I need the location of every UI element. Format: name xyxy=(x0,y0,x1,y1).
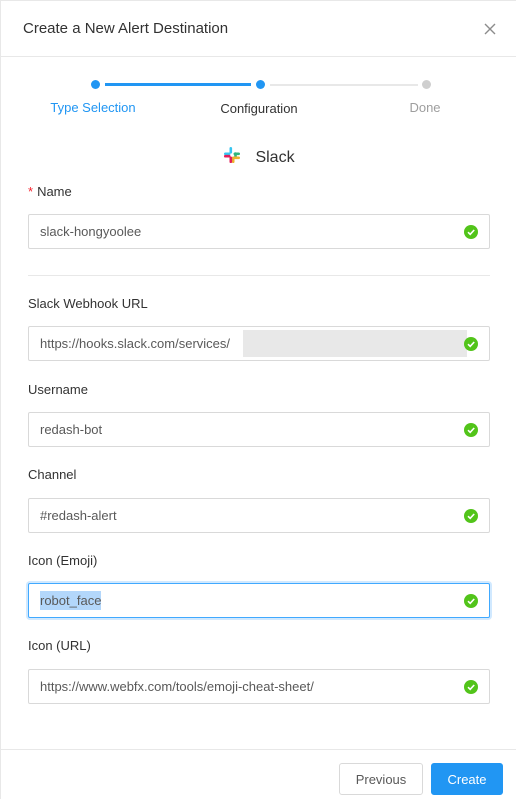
step-dot-type-selection xyxy=(91,80,100,89)
create-button[interactable]: Create xyxy=(431,763,503,795)
destination-type-name: Slack xyxy=(255,148,295,166)
dialog-header: Create a New Alert Destination xyxy=(1,1,516,57)
icon-emoji-input[interactable]: robot_face xyxy=(28,583,490,618)
channel-value: #redash-alert xyxy=(40,508,117,523)
slack-logo-icon xyxy=(223,146,241,169)
step-dot-configuration xyxy=(256,80,265,89)
check-circle-icon xyxy=(464,337,478,351)
icon-url-value: https://www.webfx.com/tools/emoji-cheat-… xyxy=(40,679,314,694)
section-divider xyxy=(28,275,490,276)
name-label: *Name xyxy=(28,184,72,199)
step-connector-1 xyxy=(105,83,251,86)
steps-indicator: Type Selection Configuration Done xyxy=(1,73,516,123)
required-mark: * xyxy=(28,184,34,199)
step-label-done: Done xyxy=(409,100,441,115)
check-circle-icon xyxy=(464,594,478,608)
username-input[interactable]: redash-bot xyxy=(28,412,490,447)
icon-url-input[interactable]: https://www.webfx.com/tools/emoji-cheat-… xyxy=(28,669,490,704)
close-icon[interactable] xyxy=(481,20,499,38)
icon-url-label: Icon (URL) xyxy=(28,638,91,653)
webhook-url-input[interactable]: https://hooks.slack.com/services/ xyxy=(28,326,490,361)
step-label-type-selection: Type Selection xyxy=(50,100,136,115)
icon-emoji-value: robot_face xyxy=(40,591,102,610)
step-connector-2 xyxy=(270,84,418,86)
check-circle-icon xyxy=(464,423,478,437)
username-label: Username xyxy=(28,382,88,397)
destination-type-header: Slack xyxy=(1,146,516,170)
name-input[interactable]: slack-hongyoolee xyxy=(28,214,490,249)
webhook-url-value: https://hooks.slack.com/services/ xyxy=(40,336,231,351)
dialog-title: Create a New Alert Destination xyxy=(23,20,229,37)
username-value: redash-bot xyxy=(40,422,103,437)
channel-input[interactable]: #redash-alert xyxy=(28,498,490,533)
check-circle-icon xyxy=(464,680,478,694)
name-input-value: slack-hongyoolee xyxy=(40,224,142,239)
dialog-footer: Previous Create xyxy=(1,749,516,799)
redacted-region xyxy=(243,330,467,357)
icon-emoji-label: Icon (Emoji) xyxy=(28,553,98,568)
channel-label: Channel xyxy=(28,467,77,482)
step-dot-done xyxy=(422,80,431,89)
webhook-url-label: Slack Webhook URL xyxy=(28,296,148,311)
check-circle-icon xyxy=(464,225,478,239)
previous-button[interactable]: Previous xyxy=(339,763,423,795)
check-circle-icon xyxy=(464,509,478,523)
step-label-configuration: Configuration xyxy=(220,101,298,116)
